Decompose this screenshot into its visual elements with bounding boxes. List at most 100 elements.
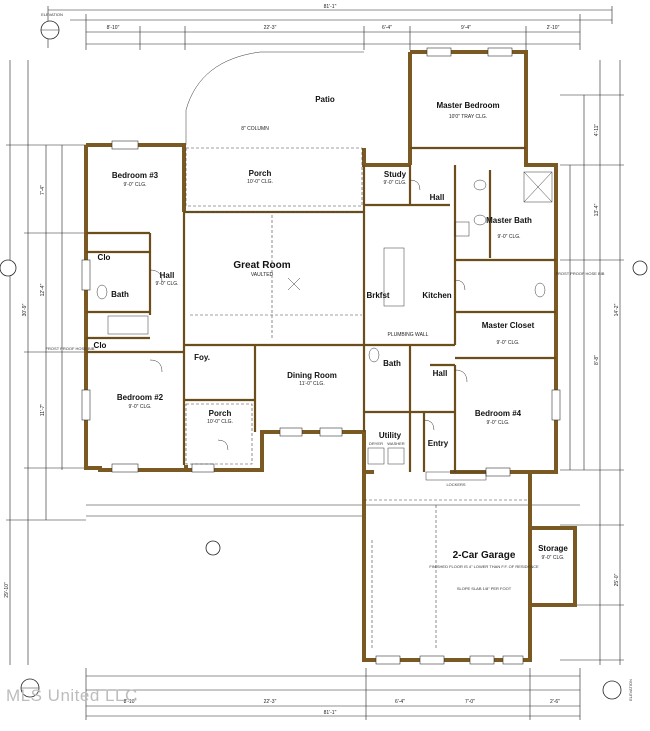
toilet-icon-2	[534, 282, 546, 298]
dim-left-2: 12'-4"	[40, 283, 46, 296]
room-labels: Patio Porch 10'-0" CLG. 8" COLUMN Master…	[46, 95, 605, 591]
note-mbath-clg: 9'-0" CLG.	[497, 234, 520, 240]
room-porch-front: Porch	[209, 409, 232, 418]
note-dining-clg: 11'-0" CLG.	[299, 381, 324, 387]
room-foyer: Foy.	[194, 353, 210, 362]
windows	[81, 47, 561, 665]
dim-right-2: 13'-4"	[594, 203, 600, 216]
elevation-marker-left	[0, 259, 17, 277]
note-study-clg: 9'-0" CLG.	[383, 180, 406, 186]
note-storage-clg: 9'-0" CLG.	[541, 555, 564, 561]
dim-left-4: 30'-9"	[22, 303, 28, 316]
room-master-bath: Master Bath	[486, 216, 532, 225]
elevation-label-top: ELEVATION	[41, 12, 63, 17]
dim-left-5: 29'-10"	[4, 582, 10, 598]
room-dining: Dining Room	[287, 371, 337, 380]
kitchen-island	[383, 247, 405, 307]
dimension-labels: 81'-1" 8'-10" 22'-3" 6'-4" 9'-4" 2'-10" …	[4, 4, 620, 716]
dim-top-3: 6'-4"	[382, 25, 392, 31]
overall-width-bottom: 81'-1"	[324, 710, 337, 716]
room-brkfst: Brkfst	[366, 291, 389, 300]
room-utility: Utility	[379, 431, 402, 440]
dim-bottom-3: 6'-4"	[395, 699, 405, 705]
dim-bottom-5: 2'-6"	[550, 699, 560, 705]
room-master-bedroom: Master Bedroom	[436, 101, 499, 110]
room-porch: Porch	[249, 169, 272, 178]
door-swings	[149, 179, 468, 451]
elevation-marker-bottom-left	[20, 678, 40, 698]
room-great-room: Great Room	[233, 260, 290, 271]
room-hall-2: Hall	[433, 369, 448, 378]
lockers-bench	[425, 471, 487, 481]
note-hose-bib-right: FROST PROOF HOSE BIB	[556, 271, 605, 276]
watermark: MLS United LLC	[6, 686, 138, 705]
note-mcloset-clg: 9'-0" CLG.	[496, 340, 519, 346]
dim-right-5: 25'-0"	[614, 573, 620, 586]
patio-outline	[185, 51, 364, 111]
toilet-icon-3	[368, 347, 380, 363]
room-bath-1: Bath	[111, 290, 129, 299]
note-tray: 10'0" TRAY CLG.	[449, 114, 487, 120]
section-marker-porch	[205, 540, 221, 556]
porch-beams	[185, 147, 530, 650]
note-bed4-clg: 9'-0" CLG.	[486, 420, 509, 426]
note-great-room: VAULTED	[251, 272, 274, 278]
dim-bottom-2: 22'-3"	[264, 699, 277, 705]
note-porch-clg: 10'-0" CLG.	[247, 179, 273, 185]
room-bedroom3: Bedroom #3	[112, 171, 159, 180]
room-bedroom2: Bedroom #2	[117, 393, 164, 402]
label-lockers: LOCKERS	[446, 482, 465, 487]
room-study: Study	[384, 170, 407, 179]
fixtures	[96, 171, 553, 481]
room-patio: Patio	[315, 95, 335, 104]
room-entry: Entry	[428, 439, 449, 448]
dim-bottom-1: 8'-10"	[124, 699, 137, 705]
label-washer: WASHER	[387, 441, 405, 446]
note-column: 8" COLUMN	[241, 126, 269, 132]
dim-top-5: 2'-10"	[547, 25, 560, 31]
overall-width-label: 81'-1"	[324, 4, 337, 10]
label-dryer: DRYER	[369, 441, 383, 446]
room-bedroom4: Bedroom #4	[475, 409, 522, 418]
room-garage: 2-Car Garage	[453, 550, 516, 561]
dim-left-3: 11'-7"	[40, 404, 46, 417]
dim-right-3: 8'-8"	[594, 355, 600, 365]
interior-walls	[86, 146, 556, 472]
room-kitchen: Kitchen	[422, 291, 451, 300]
dim-right-1: 4'-11"	[594, 124, 600, 137]
note-slope: SLOPE SLAB 1/8" PER FOOT	[457, 586, 512, 591]
shower-icon	[523, 171, 553, 203]
room-clo-1: Clo	[98, 253, 111, 262]
section-marker-right	[632, 260, 648, 276]
elevation-marker-bottom-right: ELEVATION	[602, 679, 633, 701]
dim-right-4: 14'-2"	[614, 303, 620, 316]
dimension-lines	[6, 6, 624, 720]
note-porch-front-clg: 10'-0" CLG.	[207, 419, 233, 425]
dim-left-1: 7'-4"	[40, 185, 46, 195]
dim-top-4: 9'-4"	[461, 25, 471, 31]
sink-icon	[473, 179, 487, 191]
room-master-closet: Master Closet	[482, 321, 535, 330]
sink-icon-2	[473, 214, 487, 226]
elevation-label-right: ELEVATION	[628, 679, 633, 701]
dim-bottom-4: 7'-0"	[465, 699, 475, 705]
note-plumbing-wall: PLUMBING WALL	[388, 332, 429, 338]
room-storage: Storage	[538, 544, 568, 553]
toilet-icon	[96, 284, 108, 300]
dim-top-2: 22'-3"	[264, 25, 277, 31]
range-icon	[454, 221, 470, 237]
note-bed2-clg: 9'-0" CLG.	[128, 404, 151, 410]
room-hall-master: Hall	[430, 193, 445, 202]
washer-icon	[387, 447, 405, 465]
elevation-marker-top: ELEVATION	[40, 12, 63, 40]
note-hall-clg: 9'-0" CLG.	[155, 281, 178, 287]
tub-icon	[107, 315, 149, 335]
note-bed3-clg: 9'-0" CLG.	[123, 182, 146, 188]
note-garage-floor: FINISHED FLOOR IS 4" LOWER THAN F.F. OF …	[429, 564, 539, 569]
dim-top-1: 8'-10"	[107, 25, 120, 31]
room-clo-2: Clo	[94, 341, 107, 350]
dryer-icon	[367, 447, 385, 465]
note-hose-bib-left: FROST PROOF HOSE BIB	[46, 346, 95, 351]
room-bath-2: Bath	[383, 359, 401, 368]
